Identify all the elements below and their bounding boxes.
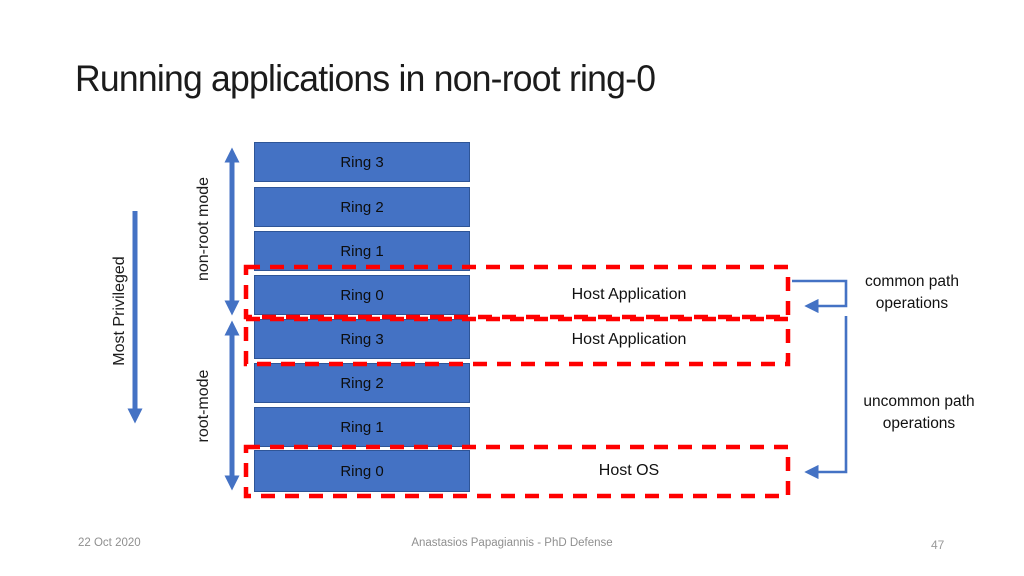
ring-box-nonroot-2: Ring 2 <box>254 187 470 227</box>
non-root-mode-label: non-root mode <box>195 176 212 282</box>
host-application-label-1: Host Application <box>571 286 687 303</box>
footer-credit: Anastasios Papagiannis - PhD Defense <box>411 537 613 549</box>
uncommon-path-connector-arrow <box>804 316 848 480</box>
most-privileged-label: Most Privileged <box>111 256 128 366</box>
common-path-operations-label: common path operations <box>865 273 959 313</box>
ring-box-root-2: Ring 2 <box>254 363 470 403</box>
ring-box-root-0: Ring 0 <box>254 450 470 492</box>
root-mode-label: root-mode <box>195 369 212 443</box>
ring-box-root-3: Ring 3 <box>254 319 470 359</box>
slide-title: Running applications in non-root ring-0 <box>75 58 656 99</box>
host-application-label-2: Host Application <box>571 331 687 348</box>
ring-box-nonroot-3: Ring 3 <box>254 142 470 182</box>
common-path-connector-arrow <box>792 279 848 314</box>
host-os-label: Host OS <box>598 462 660 479</box>
footer-date: 22 Oct 2020 <box>78 537 141 549</box>
uncommon-path-operations-label: uncommon path operations <box>863 393 975 433</box>
footer-page-number: 47 <box>931 538 945 552</box>
ring-box-root-1: Ring 1 <box>254 407 470 447</box>
ring-box-nonroot-1: Ring 1 <box>254 231 470 271</box>
ring-box-nonroot-0: Ring 0 <box>254 275 470 315</box>
